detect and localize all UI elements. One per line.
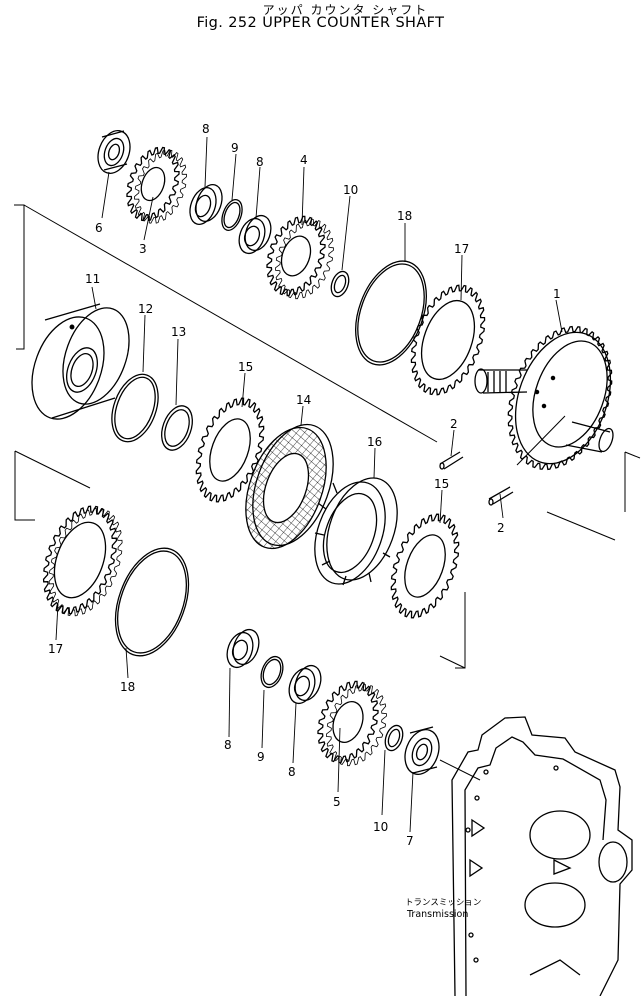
callout-10-a: 10 [343,183,358,197]
callout-1: 1 [553,287,561,301]
part-14-friction-plate [245,423,334,550]
callout-5: 5 [333,795,341,809]
part-5-gear [317,680,387,767]
callout-8-a: 8 [202,122,210,136]
callout-15-a: 15 [238,360,253,374]
callout-13: 13 [171,325,186,339]
housing-label-jp: トランスミッション [405,898,481,908]
part-18-ring-lower [114,547,190,657]
callout-8-d: 8 [288,765,296,779]
transmission-housing [451,716,633,996]
part-7-bearing [404,726,440,775]
callout-17-b: 17 [48,642,63,656]
callout-2-a: 2 [450,417,458,431]
callout-8-b: 8 [256,155,264,169]
part-4-gear [266,215,334,300]
callout-9-b: 9 [257,750,265,764]
part-9-snap-ring-lower [260,655,284,689]
callout-3: 3 [139,242,147,256]
leader-lines [55,136,563,833]
part-1-shaft [474,331,614,465]
part-3-gear [126,146,187,224]
callout-15-b: 15 [434,477,449,491]
callout-7: 7 [406,834,414,848]
callout-6: 6 [95,221,103,235]
callout-9-a: 9 [231,141,239,155]
part-8-bearing-upper-2 [238,214,272,255]
callout-10-b: 10 [373,820,388,834]
part-9-snap-ring-upper [221,199,243,231]
part-10-ring-upper [330,270,350,298]
japanese-title: アッパ カウンタ シャフト [262,3,429,17]
part-15-plate-upper [195,397,265,503]
callout-17-a: 17 [454,242,469,256]
callout-14: 14 [296,393,311,407]
callout-12: 12 [138,302,153,316]
callout-18-b: 18 [120,680,135,694]
figure-title: Fig. 252 UPPER COUNTER SHAFT [0,15,641,31]
part-8-bearing-lower [226,628,260,669]
part-18-ring-upper [355,260,427,366]
part-16-hub [314,477,398,586]
callout-4: 4 [300,153,308,167]
part-8-bearing-upper [189,184,223,225]
callout-16: 16 [367,435,382,449]
part-2-pin-lower [488,486,514,506]
part-12-ring [111,373,159,443]
callout-11: 11 [85,272,100,286]
part-13-ring [161,405,193,451]
part-17-plate-upper [410,284,486,396]
part-15-plate-lower [390,513,460,619]
part-10-ring-lower [384,724,404,752]
callout-2-b: 2 [497,521,505,535]
part-6-bearing [97,130,131,174]
part-2-pin-upper [439,451,464,470]
callout-18-a: 18 [397,209,412,223]
part-17-plate-lower [42,505,123,617]
callout-8-c: 8 [224,738,232,752]
figure-number: Fig. 252 [196,15,258,31]
part-8-bearing-lower-2 [288,664,322,705]
part-11-piston [31,303,130,420]
bracket-lines [14,204,641,781]
housing-label: トランスミッション Transmission [405,898,481,920]
figure-title-text: UPPER COUNTER SHAFT [262,15,445,31]
housing-label-en: Transmission [406,909,468,920]
